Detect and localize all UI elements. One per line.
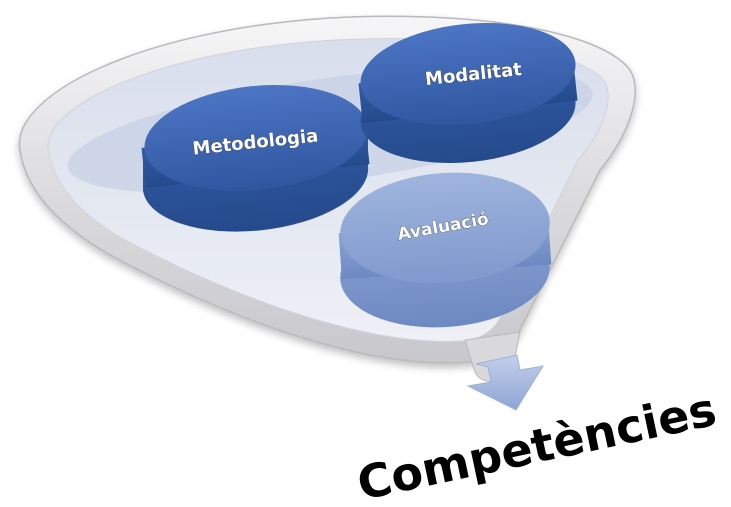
output-label: Competències (353, 382, 721, 507)
disc-modalitat: Modalitat (358, 23, 578, 163)
disc-modalitat-top (360, 23, 576, 125)
disc-avaluacio: Avaluació (338, 172, 552, 328)
output-arrow-shape (466, 354, 545, 411)
disc-avaluacio-top (340, 172, 550, 284)
output-arrow (466, 354, 545, 411)
disc-metodologia: Metodologia (141, 84, 370, 232)
disc-metodologia-top (144, 84, 368, 192)
